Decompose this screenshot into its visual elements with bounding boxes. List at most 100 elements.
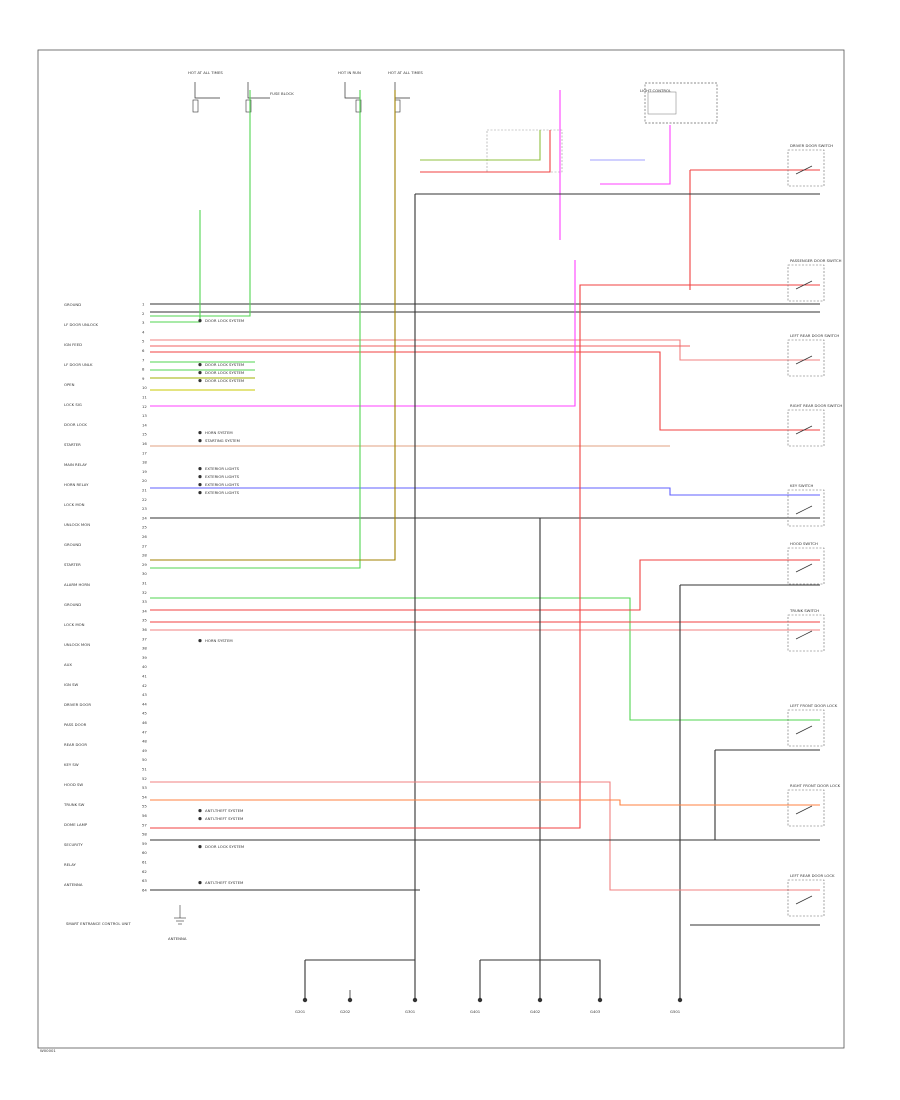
- pin-16: 16: [142, 441, 147, 446]
- relay-box-inner: [647, 91, 677, 115]
- note-dot-7: [198, 467, 202, 471]
- pin-55: 55: [142, 804, 147, 809]
- pin-56: 56: [142, 813, 147, 818]
- pin-59: 59: [142, 841, 147, 846]
- switch-box-2: [787, 264, 825, 302]
- left-note-12: ANTI-THEFT SYSTEM: [205, 808, 243, 813]
- fuse-wire-4: [394, 82, 410, 99]
- connector-box: [486, 129, 563, 173]
- right-component-2: PASSENGER DOOR SWITCH: [790, 258, 842, 263]
- ground-label-4: G401: [470, 1009, 481, 1014]
- pin-58: 58: [142, 832, 147, 837]
- pin-19: 19: [142, 469, 147, 474]
- ground-dot-5: [537, 997, 543, 1003]
- left-note-4: DOOR LOCK SYSTEM: [205, 378, 244, 383]
- pin-21: 21: [142, 488, 147, 493]
- pin-15: 15: [142, 432, 147, 437]
- right-component-7: TRUNK SWITCH: [789, 608, 819, 613]
- ground-label-3: G301: [405, 1009, 416, 1014]
- pin-40: 40: [142, 664, 147, 669]
- switch-blade-2: [795, 280, 813, 290]
- pin-27: 27: [142, 543, 147, 548]
- controller-pin-column: 1234567891011121314151617181920212223242…: [142, 302, 147, 893]
- top-label-5: LIGHT CONTROL: [640, 88, 672, 93]
- pin-34: 34: [142, 608, 147, 613]
- pin-53: 53: [142, 785, 147, 790]
- switch-box-9: [787, 789, 825, 827]
- pin-14: 14: [142, 422, 147, 427]
- ground-label-6: G403: [590, 1009, 601, 1014]
- ground-dot-1: [302, 997, 308, 1003]
- note-dot-1: [198, 319, 202, 323]
- pin-49: 49: [142, 748, 147, 753]
- pin-61: 61: [142, 860, 147, 865]
- left-note-10: EXTERIOR LIGHTS: [205, 490, 240, 495]
- ground-label-1: G201: [295, 1009, 306, 1014]
- note-dot-8: [198, 475, 202, 479]
- left-label-6: LOCK SIG: [64, 402, 82, 407]
- right-component-5: KEY SWITCH: [790, 483, 813, 488]
- pin-31: 31: [142, 581, 147, 586]
- pin-45: 45: [142, 711, 147, 716]
- pin-39: 39: [142, 655, 147, 660]
- left-label-17: LOCK MON: [64, 622, 85, 627]
- pin-63: 63: [142, 878, 147, 883]
- fuse-wire-1: [194, 82, 220, 99]
- note-dot-9: [198, 483, 202, 487]
- switch-blade-5: [795, 505, 813, 515]
- pin-30: 30: [142, 571, 147, 576]
- left-label-4: LF DOOR UNLK: [64, 362, 93, 367]
- left-label-21: DRIVER DOOR: [64, 702, 91, 707]
- right-component-6: HOOD SWITCH: [790, 541, 818, 546]
- pin-12: 12: [142, 404, 147, 409]
- pin-11: 11: [142, 395, 147, 400]
- left-label-5: OPEN: [64, 382, 75, 387]
- note-dot-14: [198, 845, 202, 849]
- note-dot-3: [198, 371, 202, 375]
- pin-47: 47: [142, 729, 147, 734]
- left-note-5: HORN SYSTEM: [205, 430, 233, 435]
- wire-4: [150, 210, 201, 323]
- left-label-23: REAR DOOR: [64, 742, 87, 747]
- left-note-7: EXTERIOR LIGHTS: [205, 466, 240, 471]
- wire-12: [150, 260, 576, 407]
- right-component-group: DRIVER DOOR SWITCH PASSENGER DOOR SWITCH L…: [787, 143, 842, 917]
- left-label-30: ANTENNA: [64, 882, 83, 887]
- pin-44: 44: [142, 701, 147, 706]
- note-dot-2: [198, 363, 202, 367]
- switch-box-10: [787, 879, 825, 917]
- pin-22: 22: [142, 497, 147, 502]
- right-component-3: LEFT REAR DOOR SWITCH: [790, 333, 839, 338]
- pin-23: 23: [142, 506, 147, 511]
- pin-1: 1: [142, 302, 145, 307]
- pin-62: 62: [142, 869, 147, 874]
- wire-39: [304, 959, 415, 1000]
- wire-group: [150, 90, 820, 1000]
- note-dot-5: [198, 431, 202, 435]
- note-dot-11: [198, 639, 202, 643]
- right-component-1: DRIVER DOOR SWITCH: [790, 143, 833, 148]
- pin-36: 36: [142, 627, 147, 632]
- pin-25: 25: [142, 525, 147, 530]
- switch-blade-7: [795, 630, 813, 640]
- left-label-9: MAIN RELAY: [64, 462, 88, 467]
- pin-7: 7: [142, 357, 145, 362]
- right-component-8: LEFT FRONT DOOR LOCK: [790, 703, 838, 708]
- left-note-9: EXTERIOR LIGHTS: [205, 482, 240, 487]
- wire-7: [150, 351, 820, 431]
- left-label-1: GROUND: [64, 302, 81, 307]
- wire-19: [150, 597, 820, 721]
- note-dot-13: [198, 817, 202, 821]
- left-label-25: HOOD SW: [64, 782, 83, 787]
- fuse-box-3: [355, 99, 362, 113]
- note-dot-15: [198, 881, 202, 885]
- pin-24: 24: [142, 515, 147, 520]
- antenna-label: ANTENNA: [168, 936, 187, 941]
- left-note-6: STARTING SYSTEM: [205, 438, 240, 443]
- pin-9: 9: [142, 376, 145, 381]
- pin-2: 2: [142, 311, 145, 316]
- wire-25: [679, 584, 820, 1000]
- pin-8: 8: [142, 367, 145, 372]
